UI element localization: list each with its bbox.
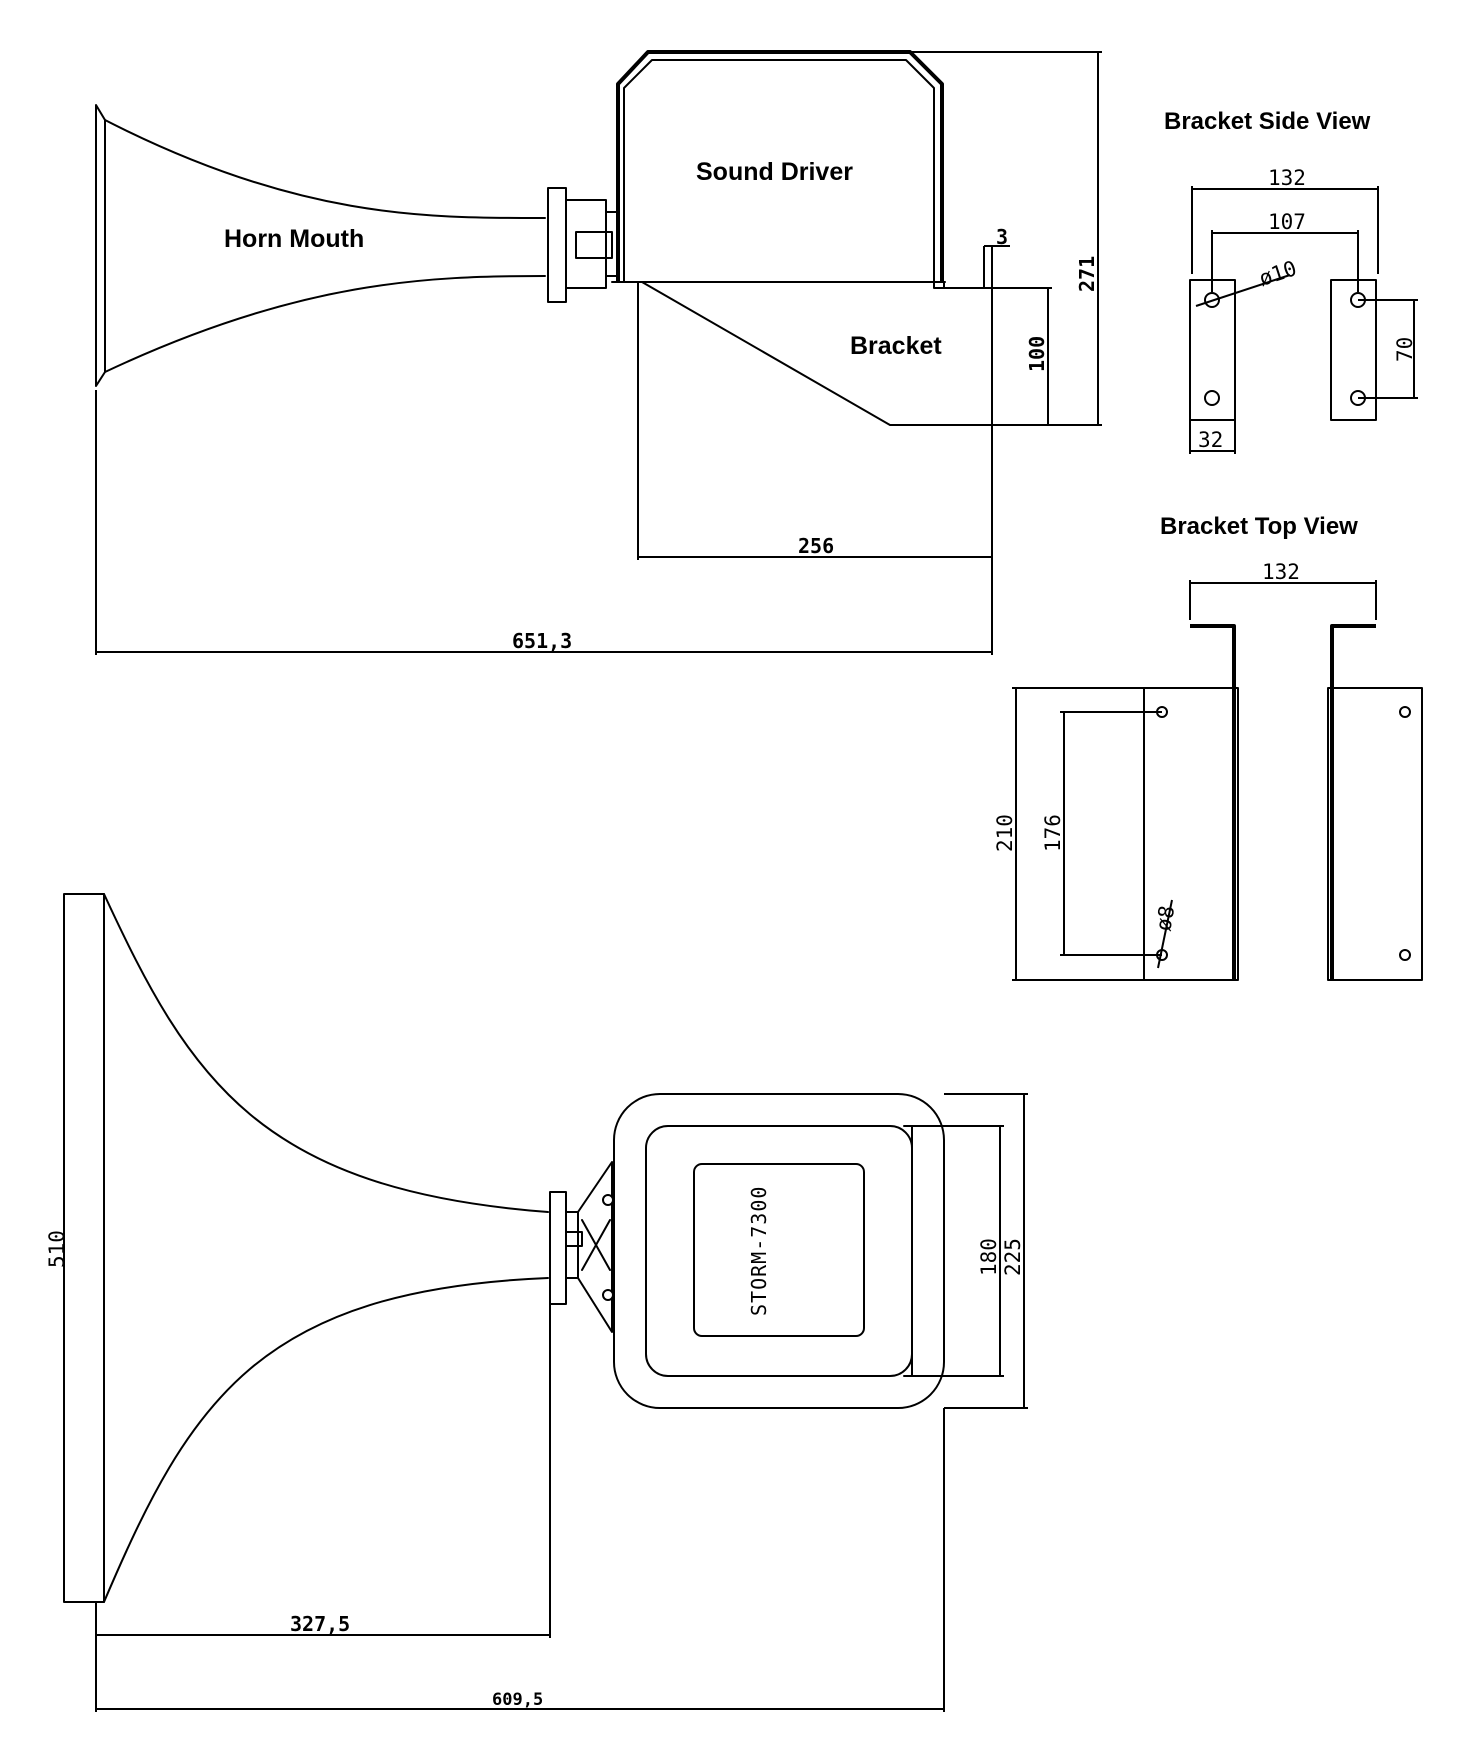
dim-bsv-outer-width: 132 [1191,166,1379,274]
dim-btv-length: 210 [993,687,1144,981]
dim-side-total-length: 651,3 [95,390,993,655]
side-throat-flange [547,187,619,303]
dim-top-driver-inner: 180 [912,1125,1004,1377]
dim-btv-hole-spacing-value: 176 [1041,814,1065,852]
side-view: Horn Mouth Sound Driver Bracket 651,3 25… [95,50,1102,655]
dim-top-horn-length-value: 327,5 [290,1612,350,1636]
horn-mouth-label: Horn Mouth [224,225,364,253]
dim-btv-hole-spacing: 176 [1041,711,1162,956]
dim-btv-outer-width: 132 [1189,560,1377,620]
model-label: STORM-7300 [747,1186,771,1316]
dim-top-horn-diameter-value: 510 [45,1230,69,1268]
top-mount-bracket [577,1161,614,1333]
btv-hole [1399,706,1411,718]
dim-side-bracket-height-value: 100 [1025,336,1049,372]
bracket-side-view: Bracket Side View 132 107 ø10 [1164,108,1418,454]
btv-right-bracket [1327,624,1423,981]
top-driver-housing: STORM-7300 [613,1093,945,1409]
dim-side-bracket-thickness: 3 [983,225,1010,288]
side-horn-outline [95,104,546,387]
sound-driver-label: Sound Driver [696,158,853,186]
dim-side-bracket-height: 100 [992,287,1052,426]
top-view: STORM-7300 510 180 225 327,5 [45,893,1028,1712]
dim-btv-outer-width-value: 132 [1262,560,1300,584]
dim-side-total-length-value: 651,3 [512,629,572,653]
side-bracket [641,281,993,426]
bsv-hole [1204,390,1220,406]
top-mount-bolt [602,1289,614,1301]
dim-bsv-hole-spacing-h: 70 [1358,299,1418,399]
dim-side-height: 271 [910,51,1102,426]
dim-top-horn-length: 327,5 [95,1304,551,1638]
dim-side-height-value: 271 [1075,256,1099,292]
bracket-side-view-title: Bracket Side View [1164,108,1371,135]
bracket-top-view-title: Bracket Top View [1160,513,1358,540]
dim-bsv-hole-spacing-h-value: 70 [1393,337,1417,362]
top-horn-outline [103,893,549,1603]
dim-top-driver-outer: 225 [944,1093,1028,1409]
bracket-label: Bracket [850,332,942,360]
dim-bsv-hole-diameter-value: ø10 [1256,256,1299,291]
side-sound-driver [611,50,946,289]
dim-bsv-hole-spacing-w: 107 [1211,210,1359,292]
dim-side-bracket-thickness-value: 3 [996,225,1008,249]
dim-side-bracket-length: 256 [637,282,992,560]
dim-bsv-hole-spacing-w-value: 107 [1268,210,1306,234]
top-mount-bolt [602,1194,614,1206]
bsv-right-plate [1330,279,1377,421]
dim-top-total-length: 609,5 [95,1408,945,1712]
dim-bsv-plate-width: 32 [1189,420,1236,454]
bracket-top-view: Bracket Top View 132 210 [993,513,1423,981]
dim-btv-length-value: 210 [993,814,1017,852]
dim-bsv-plate-width-value: 32 [1198,428,1223,452]
dim-side-bracket-length-value: 256 [798,534,834,558]
dim-top-driver-outer-value: 225 [1001,1238,1025,1276]
btv-hole [1399,949,1411,961]
top-horn-rim [63,893,105,1603]
dim-btv-hole-diameter-value: ø8 [1151,904,1179,933]
dim-top-driver-inner-value: 180 [977,1238,1001,1276]
dim-top-total-length-value: 609,5 [492,1690,543,1710]
dim-btv-hole-diameter: ø8 [1151,899,1179,969]
dim-bsv-outer-width-value: 132 [1268,166,1306,190]
